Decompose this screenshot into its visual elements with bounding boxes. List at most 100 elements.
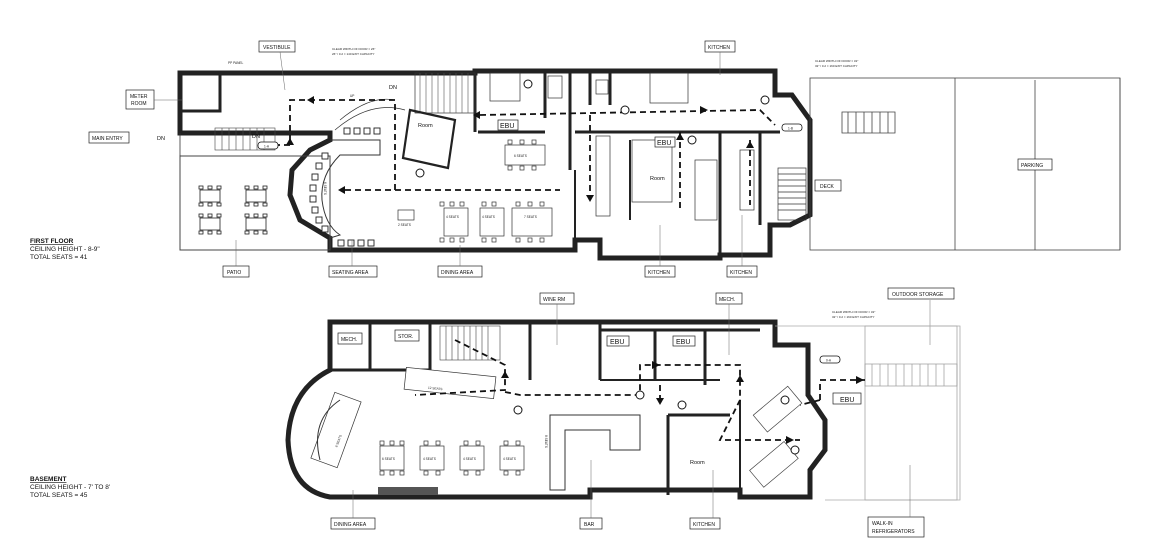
ebu-box-1: [497, 119, 519, 131]
seat-kitchen-counter: 6 SEATS: [514, 154, 527, 158]
basement-seats: TOTAL SEATS = 45: [30, 492, 88, 499]
basement-heading: BASEMENT CEILING HEIGHT - 7' TO 8' TOTAL…: [30, 476, 110, 499]
callout-wine-rm-text: WINE RM: [543, 297, 565, 303]
kitchen-stair-diag: [749, 385, 803, 488]
basement-exterior-outline: [775, 325, 961, 501]
first-floor-ceiling: CEILING HEIGHT - 8-9": [30, 246, 100, 253]
seat-long-12: 12 SEATS: [428, 386, 443, 392]
stair-upper: [334, 72, 476, 131]
dn-label-2: DN: [252, 134, 260, 140]
first-floor-plan: [177, 68, 1121, 261]
door-note-right-line2: 32" / 0.2 = 160 EXIT CAPACITY: [815, 64, 858, 68]
callout-kitchen-a: KITCHEN: [644, 225, 676, 278]
basement-ebu-2: EBU: [676, 339, 690, 346]
parking-lot: [809, 77, 1121, 251]
seat-bench-2: 2 SEATS: [398, 223, 411, 227]
door-note-right: CLEAR WIDTH OF DOOR = 32" 32" / 0.2 = 16…: [815, 59, 858, 68]
callout-kitchen-b-text: KITCHEN: [730, 270, 752, 276]
bar-counter: [321, 139, 381, 239]
stair-basement: [439, 325, 501, 361]
basement-ebu-box-2: [672, 335, 696, 347]
exit-signs-first: [415, 79, 770, 178]
egress-arrows-first: [286, 96, 754, 202]
callout-walk-in: WALK-IN REFRIGERATORS: [867, 465, 925, 538]
callout-basement-kitchen-text: KITCHEN: [693, 522, 715, 528]
dn-label-1: DN: [389, 85, 397, 91]
room-label-1: Room: [418, 123, 433, 129]
basement-room-label: Room: [690, 460, 705, 466]
callout-basement-bar: BAR: [579, 460, 603, 530]
first-floor-room-texts: Room Room DN DN DN UP PP PANEL 6 SEATS 4…: [157, 61, 676, 227]
egress-path-basement: [414, 339, 865, 441]
callout-outdoor-storage: OUTDOOR STORAGE: [887, 287, 955, 300]
door-note-right-line1: CLEAR WIDTH OF DOOR = 32": [815, 59, 858, 63]
callout-basement-dining-text: DINING AREA: [334, 522, 367, 528]
pp-panel-label: PP PANEL: [228, 61, 244, 65]
basement-ebu-1: EBU: [610, 339, 624, 346]
callout-meter-room-line1: METER: [130, 94, 148, 100]
callout-deck-text: DECK: [820, 184, 835, 190]
seat-banquette-6: 6 SEATS: [334, 434, 342, 447]
door-note-left-line1: CLEAR WIDTH OF DOOR = 26": [332, 47, 375, 51]
callout-kitchen-b: KITCHEN: [726, 215, 758, 278]
callout-mech-top-text: MECH.: [719, 297, 735, 303]
callout-dining-area-text: DINING AREA: [441, 270, 474, 276]
seat-table-4a: 4 SEATS: [446, 215, 459, 219]
callout-seating-area-text: SEATING AREA: [332, 270, 369, 276]
basement-door-note-line2: 32" / 0.2 = 160 EXIT CAPACITY: [832, 315, 875, 319]
callout-walk-in-line1: WALK-IN: [872, 521, 893, 527]
patio-tables: [198, 185, 268, 235]
callout-wine-rm: WINE RM: [539, 292, 575, 345]
callout-deck: DECK: [814, 179, 842, 192]
basement-bar-counter: [549, 414, 641, 491]
first-floor-title: FIRST FLOOR: [30, 238, 74, 245]
callout-stor-text: STOR.: [398, 334, 413, 340]
door-tag-1a: 1-A: [257, 141, 279, 150]
basement-ebu-box-1: [606, 335, 630, 347]
meter-room: [178, 71, 222, 113]
callout-outdoor-storage-text: OUTDOOR STORAGE: [892, 292, 944, 298]
callout-kitchen-a-text: KITCHEN: [648, 270, 670, 276]
room-label-2: Room: [650, 176, 665, 182]
exit-signs-basement: [513, 390, 800, 455]
callout-basement-bar-text: BAR: [584, 522, 595, 528]
ebu-label-2: EBU: [657, 140, 671, 147]
callout-mech-room: MECH.: [337, 332, 363, 345]
egress-path-first-floor: [265, 99, 776, 210]
callout-seating-area: SEATING AREA: [328, 240, 378, 278]
basement-ceiling: CEILING HEIGHT - 7' TO 8': [30, 484, 110, 491]
callout-walk-in-line2: REFRIGERATORS: [872, 529, 915, 535]
seat-table-4-1: 4 SEATS: [423, 457, 436, 461]
callout-vestibule: VESTIBULE: [258, 40, 296, 91]
callout-mech-top: MECH.: [715, 292, 743, 355]
callout-stor: STOR.: [394, 329, 420, 342]
callout-main-entry: MAIN ENTRY: [88, 131, 130, 144]
long-table: [403, 366, 497, 400]
callout-main-entry-text: MAIN ENTRY: [92, 136, 123, 142]
seat-table-6: 6 SEATS: [382, 457, 395, 461]
callout-mech-room-text: MECH.: [341, 337, 357, 343]
kitchen-fixtures-first: [489, 72, 755, 221]
basement-window-block: [378, 487, 438, 495]
basement-ebu-box-3: [832, 392, 862, 405]
basement-tables: [379, 440, 525, 476]
basement-exterior-wall: [285, 319, 828, 500]
callout-vestibule-text: VESTIBULE: [263, 45, 291, 51]
first-floor-seats: TOTAL SEATS = 41: [30, 254, 88, 261]
door-note-left-line2: 26" / 0.2 = 140 EXIT CAPACITY: [332, 52, 375, 56]
ebu-box-2: [654, 136, 676, 148]
door-note-left: CLEAR WIDTH OF DOOR = 26" 26" / 0.2 = 14…: [332, 47, 375, 56]
stair-entry: [214, 127, 276, 151]
seat-table-4-2: 4 SEATS: [463, 457, 476, 461]
ebu-label-1: EBU: [500, 123, 514, 130]
seat-table-4b: 4 SEATS: [482, 215, 495, 219]
dining-tables-first: [397, 139, 553, 243]
callout-parking: PARKING: [1017, 158, 1053, 171]
basement-ebu-3: EBU: [840, 397, 854, 404]
callout-patio: PATIO: [222, 240, 250, 278]
egress-arrows-basement: [501, 361, 864, 444]
callout-kitchen-top: KITCHEN: [704, 40, 736, 75]
door-tag-0a-text: 0-A: [826, 359, 832, 363]
up-label: UP: [350, 94, 354, 98]
